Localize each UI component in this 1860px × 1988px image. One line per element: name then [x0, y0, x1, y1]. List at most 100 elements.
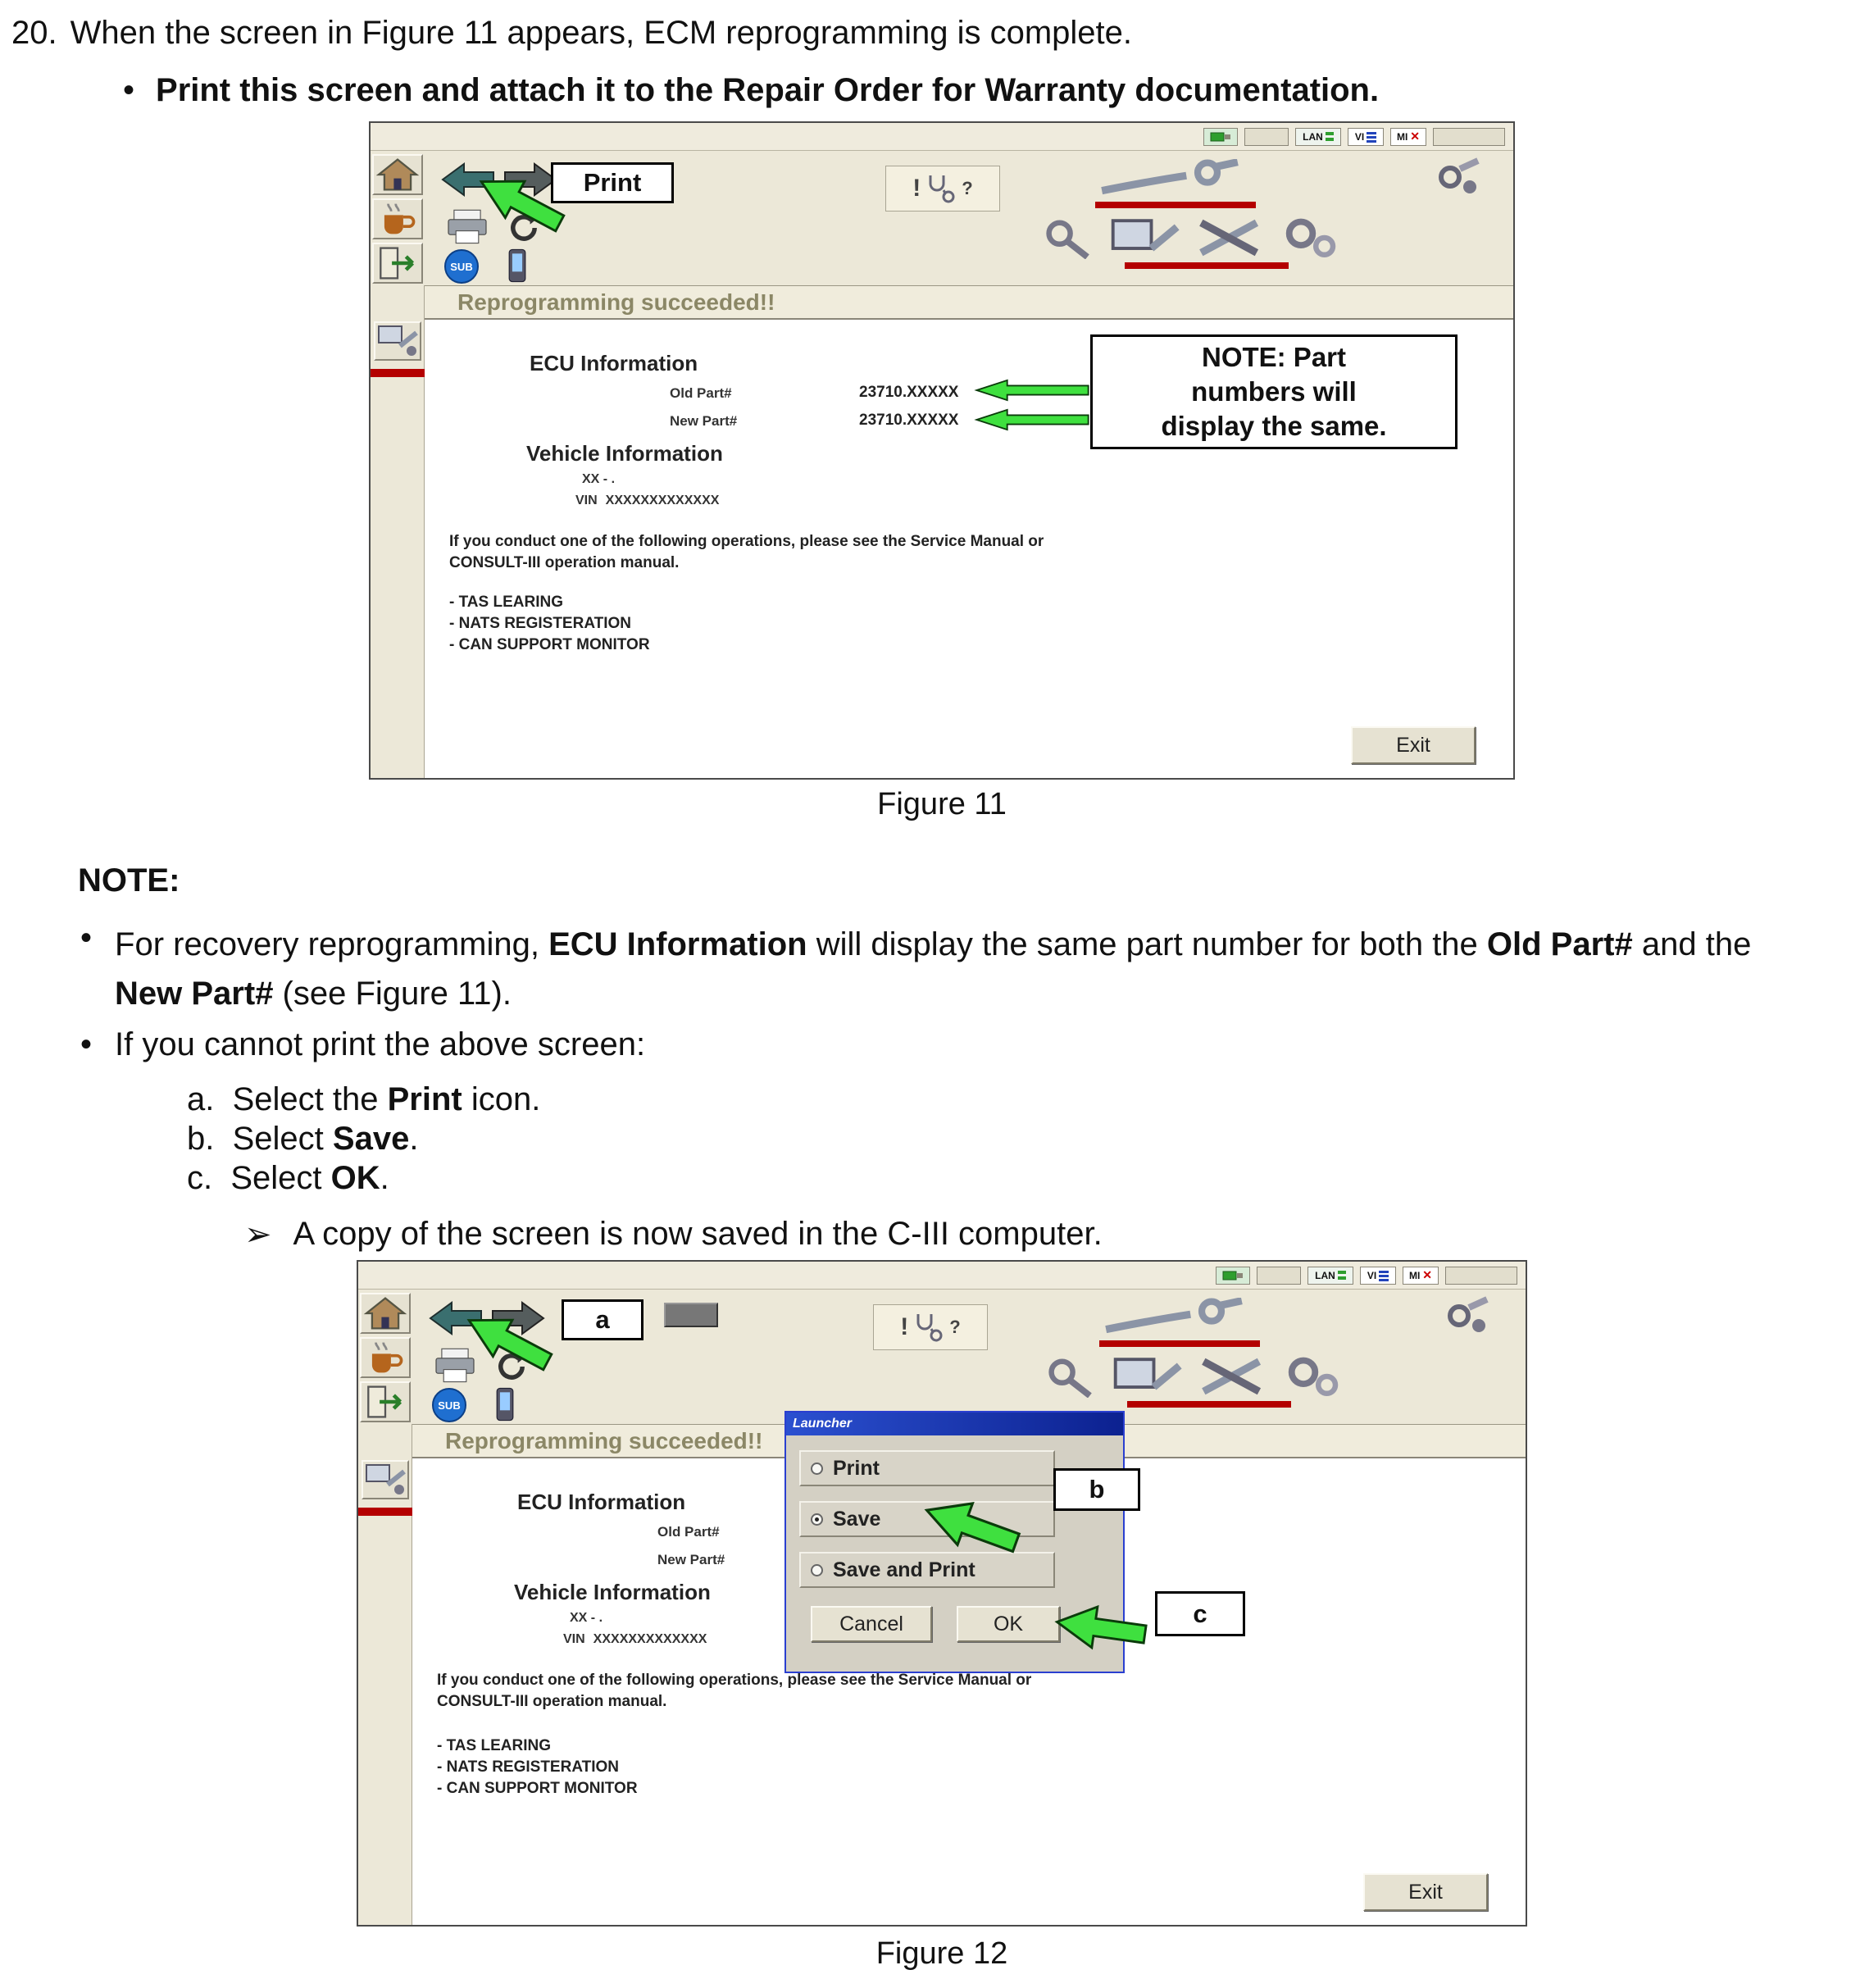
sidebar-active-bar: [358, 1508, 412, 1516]
cancel-button[interactable]: Cancel: [811, 1606, 932, 1642]
diagnosis-help-button[interactable]: ! ?: [873, 1304, 988, 1350]
vi-stripes-icon: [1367, 131, 1377, 143]
saved-note-row: ➢ A copy of the screen is now saved in t…: [244, 1216, 1103, 1253]
note-bullet-2-text: If you cannot print the above screen:: [115, 1026, 646, 1062]
note1-seg5: and the: [1632, 926, 1752, 962]
diagnosis-help-button[interactable]: ! ?: [885, 166, 1000, 212]
vehicle-information-heading: Vehicle Information: [526, 441, 723, 466]
vi-device-icon[interactable]: [494, 1386, 516, 1422]
wrench-icon[interactable]: [1092, 159, 1248, 197]
substep-a-post: icon.: [462, 1081, 541, 1117]
operation-can-support-monitor: - CAN SUPPORT MONITOR: [449, 636, 650, 653]
substep-b-label: b.: [187, 1121, 215, 1157]
bullet-icon: •: [123, 72, 135, 108]
launcher-option-save-and-print[interactable]: Save and Print: [799, 1552, 1055, 1588]
left-sidebar: [358, 1424, 412, 1925]
vi-status-icon: VI: [1348, 127, 1384, 146]
gear-wrench-icon[interactable]: [1432, 1296, 1503, 1337]
ok-button[interactable]: OK: [957, 1606, 1060, 1642]
exit-door-icon: [380, 247, 415, 280]
exit-button-label: Exit: [1396, 733, 1430, 757]
gears-icon[interactable]: [1281, 1355, 1347, 1398]
plug-icon: [1210, 132, 1230, 141]
note-bullet-1-text: For recovery reprogramming, ECU Informat…: [115, 920, 1820, 1018]
sub-mode-button[interactable]: SUB: [444, 249, 479, 284]
cancel-button-label: Cancel: [839, 1612, 903, 1635]
arrowhead-bullet-icon: ➢: [244, 1217, 272, 1253]
status-bar: LAN VI MI ✕: [371, 123, 1513, 151]
print-callout-text: Print: [583, 168, 642, 197]
lan-label: LAN: [1303, 130, 1323, 143]
gears-icon[interactable]: [1279, 216, 1344, 259]
mi-disconnected-x-icon: ✕: [1422, 1268, 1433, 1281]
note-box-line2: numbers will: [1191, 376, 1357, 407]
active-group-underline: [1125, 262, 1289, 269]
gear-wrench-icon[interactable]: [1423, 157, 1494, 198]
home-icon: [375, 158, 420, 191]
active-tab-underline: [1095, 202, 1256, 208]
pause-break-button[interactable]: [372, 198, 423, 239]
exit-app-button[interactable]: [360, 1381, 411, 1422]
back-arrow-icon[interactable]: [441, 161, 495, 198]
vin-row: VIN XXXXXXXXXXXXX: [575, 494, 719, 508]
bullet-icon: •: [80, 1026, 93, 1062]
sub-label: SUB: [450, 260, 473, 273]
monitor-wrench-icon[interactable]: [1108, 216, 1184, 259]
home-icon: [363, 1297, 407, 1330]
toolbar-extra-icon[interactable]: [664, 1303, 718, 1327]
inspection-icon[interactable]: [1039, 1355, 1103, 1398]
mi-label: MI: [1408, 1269, 1421, 1281]
home-button[interactable]: [372, 154, 423, 195]
pause-break-button[interactable]: [360, 1337, 411, 1378]
vi-stripes-icon: [1379, 1270, 1389, 1281]
screwdriver-wrench-icon[interactable]: [1197, 1355, 1272, 1398]
exit-app-button[interactable]: [372, 243, 423, 284]
note-bullet-2: • If you cannot print the above screen:: [80, 1026, 645, 1063]
substep-c-pre: Select: [230, 1160, 331, 1196]
exit-button[interactable]: Exit: [1351, 726, 1476, 764]
coffee-cup-icon: [384, 203, 416, 234]
radio-print[interactable]: [811, 1462, 823, 1475]
note-heading: NOTE:: [78, 862, 180, 898]
substep-a: a. Select the Print icon.: [187, 1080, 540, 1119]
screen-title-bar: Reprogramming succeeded!!: [425, 285, 1513, 320]
launcher-titlebar[interactable]: Launcher: [786, 1413, 1123, 1435]
screwdriver-wrench-icon[interactable]: [1194, 216, 1270, 259]
print-icon[interactable]: [429, 1347, 481, 1385]
substep-c-post: .: [380, 1160, 389, 1196]
sub-mode-button[interactable]: SUB: [432, 1388, 466, 1422]
lan-bars-icon: [1325, 131, 1334, 141]
note1-seg6: New Part#: [115, 976, 274, 1012]
forward-arrow-icon[interactable]: [491, 1299, 545, 1337]
vi-device-icon[interactable]: [507, 248, 528, 284]
inspection-icon[interactable]: [1036, 216, 1100, 259]
mi-status-icon: MI ✕: [1390, 127, 1426, 146]
radio-save[interactable]: [811, 1513, 823, 1526]
wrench-icon[interactable]: [1096, 1298, 1252, 1335]
sidebar-tool-button[interactable]: [362, 1460, 409, 1499]
substep-b-bold: Save: [332, 1121, 410, 1157]
step-20-row: 20. When the screen in Figure 11 appears…: [11, 15, 1132, 52]
note1-seg2: ECU Information: [548, 926, 807, 962]
exit-button[interactable]: Exit: [1363, 1873, 1488, 1911]
sidebar-tool-button[interactable]: [374, 321, 421, 361]
launcher-option-print[interactable]: Print: [799, 1450, 1055, 1486]
question-icon: ?: [962, 178, 973, 198]
print-icon[interactable]: [441, 208, 493, 246]
back-arrow-icon[interactable]: [429, 1299, 483, 1337]
lan-label: LAN: [1315, 1269, 1335, 1281]
home-button[interactable]: [360, 1293, 411, 1334]
substep-b-pre: Select: [232, 1121, 333, 1157]
monitor-wrench-icon[interactable]: [1111, 1355, 1186, 1398]
forward-arrow-icon[interactable]: [503, 161, 557, 198]
radio-save-and-print[interactable]: [811, 1563, 823, 1576]
vin-label: VIN: [563, 1632, 585, 1646]
substep-c-label: c.: [187, 1160, 213, 1196]
note1-seg4: Old Part#: [1486, 926, 1633, 962]
note-box-line3: display the same.: [1161, 411, 1387, 441]
green-arrow-b: [924, 1502, 1021, 1554]
green-arrow-print: [479, 180, 566, 233]
vin-row: VIN XXXXXXXXXXXXX: [563, 1632, 707, 1647]
monitor-tools-icon: [378, 325, 418, 356]
vi-status-icon: VI: [1360, 1266, 1396, 1285]
